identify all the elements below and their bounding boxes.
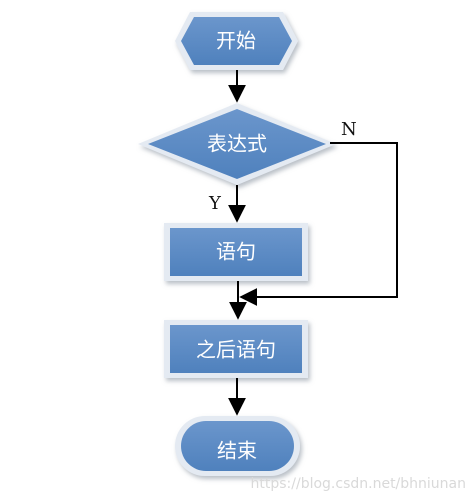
statement-node: 语句 bbox=[164, 223, 308, 281]
edge-no-label: N bbox=[341, 119, 357, 140]
watermark: https://blog.csdn.net/bhniunan bbox=[251, 476, 466, 492]
condition-node: 表达式 bbox=[138, 103, 336, 185]
start-node: 开始 bbox=[175, 12, 298, 70]
edge-no bbox=[239, 142, 398, 306]
end-node: 结束 bbox=[175, 416, 300, 476]
edge-yes-label: Y bbox=[208, 193, 222, 214]
start-label: 开始 bbox=[216, 29, 256, 53]
after-statement-node: 之后语句 bbox=[164, 320, 308, 378]
after-statement-label: 之后语句 bbox=[196, 338, 276, 362]
end-label: 结束 bbox=[217, 439, 257, 463]
statement-label: 语句 bbox=[216, 240, 256, 264]
condition-label: 表达式 bbox=[207, 132, 267, 156]
